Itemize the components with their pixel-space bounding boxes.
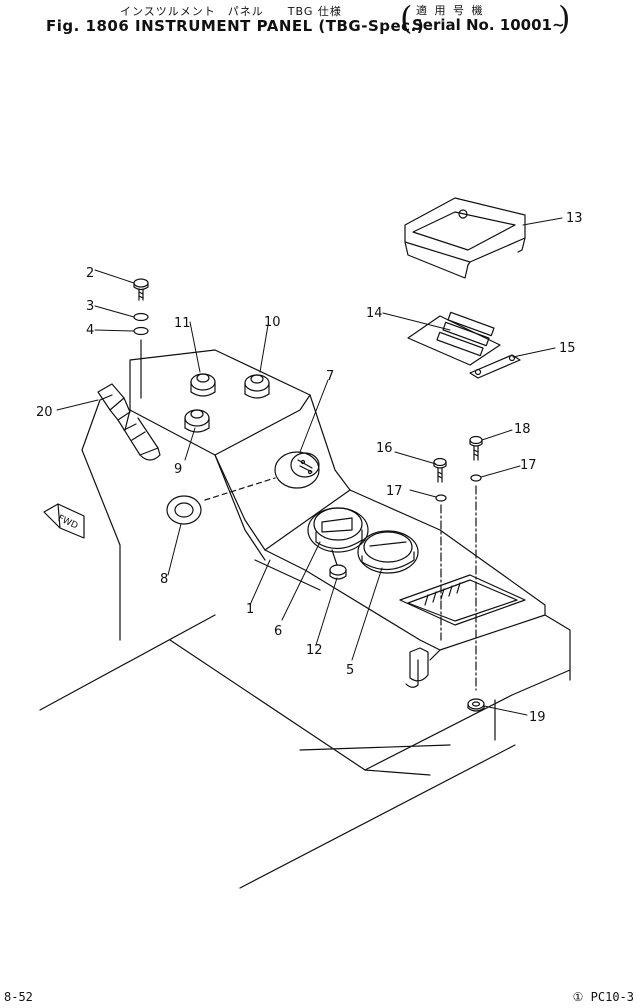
serial-range: Serial No. 10001~ [412, 16, 565, 34]
close-paren-glyph: ) [558, 0, 571, 37]
open-paren-glyph: ( [400, 0, 413, 37]
console-body [81, 349, 571, 661]
callout-11: 11 [174, 316, 191, 331]
serial-applicability: ( 適 用 号 機 Serial No. 10001~ ) [400, 0, 571, 37]
ring-nut-8 [166, 495, 202, 525]
callout-14: 14 [366, 306, 383, 321]
applicability-japanese: 適 用 号 機 [416, 4, 485, 17]
callout-15: 15 [559, 341, 576, 356]
fuse-box-recess [399, 574, 526, 626]
washer-17-right [470, 474, 482, 482]
callout-5: 5 [346, 663, 354, 678]
nut-19 [467, 698, 485, 712]
gauge-5 [357, 530, 419, 574]
leader-lines [56, 217, 563, 716]
figure-title: Fig. 1806 INSTRUMENT PANEL (TBG-Spec.) [46, 17, 425, 35]
cover-13 [404, 197, 526, 279]
bolt-2 [133, 278, 149, 301]
bolt-16 [433, 457, 447, 483]
key-switch-7 [274, 451, 320, 489]
callout-18: 18 [514, 422, 531, 437]
toggle-switch-12 [329, 549, 347, 580]
floor-platform [39, 614, 571, 889]
japanese-title: インスツルメント パネル TBG 仕様 [120, 5, 342, 18]
wire-clip [405, 647, 429, 688]
callout-4: 4 [86, 323, 94, 338]
page-number: 8-52 [4, 990, 33, 1004]
plate-15 [469, 354, 521, 379]
model-reference: ① PC10-3 [572, 990, 634, 1004]
fwd-label: FWD [56, 514, 79, 532]
callout-20: 20 [36, 405, 53, 420]
key-switch-leader [204, 477, 276, 501]
bolt-18 [469, 435, 483, 461]
throttle-lever-20 [97, 383, 161, 461]
callout-3: 3 [86, 299, 94, 314]
fuses-14 [407, 311, 501, 366]
callout-7: 7 [326, 369, 334, 384]
callout-17-left: 17 [386, 484, 403, 499]
callout-19: 19 [529, 710, 546, 725]
callout-12: 12 [306, 643, 323, 658]
washer-4 [133, 326, 149, 336]
callout-9: 9 [174, 462, 182, 477]
pilot-lamp-9 [184, 409, 210, 433]
callout-1: 1 [246, 602, 254, 617]
pilot-lamp-11 [190, 373, 216, 397]
washer-17-left [435, 494, 447, 502]
callout-8: 8 [160, 572, 168, 587]
callout-6: 6 [274, 624, 282, 639]
callout-13: 13 [566, 211, 583, 226]
service-meter-6 [307, 507, 369, 553]
callout-16: 16 [376, 441, 393, 456]
callout-2: 2 [86, 266, 94, 281]
callout-10: 10 [264, 315, 281, 330]
pilot-lamp-10 [244, 374, 270, 399]
callout-17-right: 17 [520, 458, 537, 473]
washer-3 [133, 312, 149, 322]
callout-numbers: 1 2 3 4 5 6 7 8 9 10 11 12 13 14 15 16 1… [36, 211, 583, 725]
fwd-arrow-icon [43, 503, 85, 539]
